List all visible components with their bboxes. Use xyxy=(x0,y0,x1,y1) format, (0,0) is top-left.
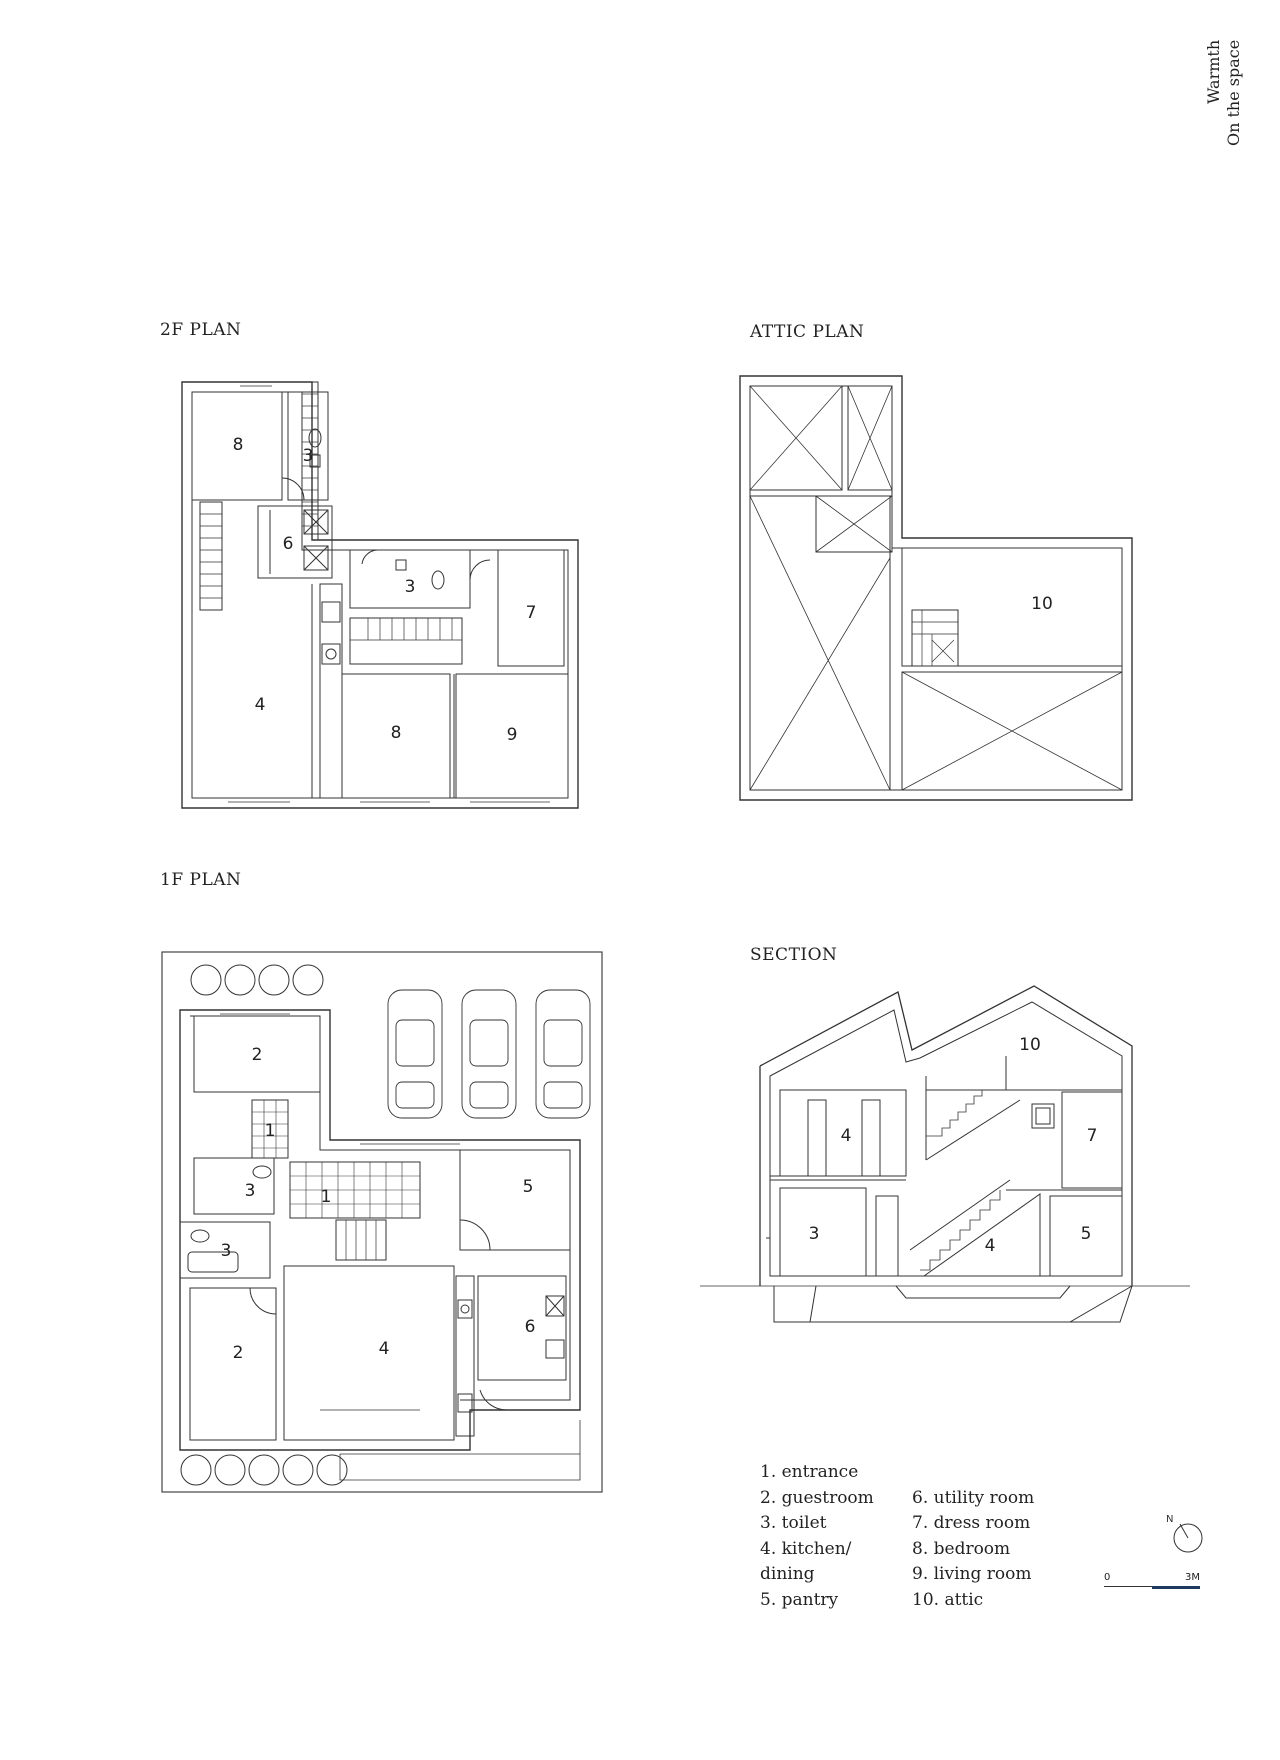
label-1f-utility: 6 xyxy=(525,1317,536,1337)
room-bedroom-top xyxy=(191,391,283,501)
section-stair-upper xyxy=(926,1090,983,1137)
header-line-1: Warmth xyxy=(1204,40,1223,105)
title-attic-plan: ATTIC PLAN xyxy=(750,322,865,342)
attic-outer-wall xyxy=(739,375,1133,801)
trees-bottom xyxy=(180,1454,348,1486)
scale-bar: 0 3M xyxy=(1104,1572,1200,1602)
legend-item: 2. guestroom xyxy=(760,1487,874,1508)
room-utility-1f xyxy=(477,1275,567,1381)
stair-center xyxy=(349,617,463,665)
room-guestroom-top xyxy=(193,1015,321,1093)
label-2f-kitchen: 4 xyxy=(255,695,266,715)
label-section-pantry: 5 xyxy=(1081,1224,1092,1244)
scale-bar-fill xyxy=(1152,1586,1200,1589)
label-2f-toilet-top: 3 xyxy=(303,446,314,466)
label-1f-entrance-top: 1 xyxy=(265,1121,276,1141)
exterior-stair xyxy=(302,381,319,540)
label-attic: 10 xyxy=(1031,594,1053,614)
label-2f-toilet-center: 3 xyxy=(405,577,416,597)
building-wall xyxy=(179,1009,581,1451)
label-1f-toilet-upper: 3 xyxy=(245,1181,256,1201)
plan-attic-drawing: 10 xyxy=(739,375,1133,801)
section-room-7 xyxy=(1061,1091,1123,1189)
section-drawing: 10 4 7 3 4 5 xyxy=(700,985,1190,1323)
trees-top xyxy=(190,964,324,996)
label-1f-kitchen: 4 xyxy=(379,1339,390,1359)
room-dress xyxy=(497,549,565,667)
kitchen-counter xyxy=(319,583,343,799)
section-room-upper-left xyxy=(779,1089,907,1177)
site-boundary xyxy=(161,951,603,1493)
label-1f-toilet-lower: 3 xyxy=(221,1241,232,1261)
label-2f-living: 9 xyxy=(507,725,518,745)
room-attic xyxy=(901,547,1123,667)
legend-column-1: 1. entrance 2. guestroom 3. toilet 4. ki… xyxy=(760,1460,874,1613)
title-section: SECTION xyxy=(750,945,838,965)
room-guestroom-bottom xyxy=(189,1287,277,1441)
void-left-tall xyxy=(749,495,891,791)
section-room-3 xyxy=(779,1187,867,1277)
legend-item: 10. attic xyxy=(912,1589,984,1610)
foundation xyxy=(773,1285,1133,1323)
legend-item: 9. living room xyxy=(912,1564,1032,1584)
label-section-toilet: 3 xyxy=(809,1224,820,1244)
page-header: Warmth On the space xyxy=(1204,40,1244,150)
plan-2f-drawing: 8 3 6 3 7 4 8 9 xyxy=(181,381,579,809)
label-1f-guestroom-top: 2 xyxy=(252,1045,263,1065)
roof-outline xyxy=(759,985,1133,1286)
room-utility xyxy=(257,505,333,579)
label-2f-bedroom-bottom: 8 xyxy=(391,723,402,743)
attic-stair xyxy=(911,609,959,667)
void-top-right xyxy=(847,385,893,491)
label-section-dress: 7 xyxy=(1087,1126,1098,1146)
scale-start: 0 xyxy=(1104,1572,1111,1583)
north-label: N xyxy=(1166,1514,1173,1525)
label-2f-utility: 6 xyxy=(283,534,294,554)
legend-item: 4. kitchen/ xyxy=(760,1538,852,1559)
north-arrow-icon: N xyxy=(1166,1514,1203,1553)
plan-1f-drawing: 2 1 3 1 5 3 2 4 6 xyxy=(161,951,603,1493)
label-2f-dress: 7 xyxy=(526,603,537,623)
stair-left xyxy=(199,501,223,611)
label-1f-pantry: 5 xyxy=(523,1177,534,1197)
room-toilet-upper xyxy=(193,1157,275,1215)
attic-inner-wall xyxy=(749,385,1123,791)
legend-item: 1. entrance xyxy=(760,1462,859,1482)
label-section-attic: 10 xyxy=(1019,1035,1041,1055)
garden-wall xyxy=(339,1420,581,1481)
room-kitchen xyxy=(283,1265,455,1441)
legend-item: 5. pantry xyxy=(760,1589,839,1610)
label-1f-entrance-center: 1 xyxy=(321,1187,332,1207)
legend-item: 8. bedroom xyxy=(912,1538,1011,1559)
legend-item: 3. toilet xyxy=(760,1513,827,1533)
header-line-2: On the space xyxy=(1224,40,1243,147)
stair-1f xyxy=(335,1219,387,1261)
legend-item: 7. dress room xyxy=(912,1513,1031,1533)
legend-item: dining xyxy=(760,1564,815,1584)
room-toilet-top xyxy=(287,391,329,501)
label-section-kitchen-upper: 4 xyxy=(841,1126,852,1146)
title-2f-plan: 2F PLAN xyxy=(160,320,242,340)
void-top-left xyxy=(749,385,843,491)
label-1f-guestroom-bottom: 2 xyxy=(233,1343,244,1363)
room-pantry xyxy=(459,1149,571,1251)
legend-item: 6. utility room xyxy=(912,1487,1035,1508)
void-bottom-right xyxy=(901,671,1123,791)
section-room-5 xyxy=(1049,1195,1123,1277)
scale-end: 3M xyxy=(1185,1572,1200,1583)
section-stair-lower xyxy=(920,1190,1001,1271)
legend-column-2: 6. utility room 7. dress room 8. bedroom… xyxy=(912,1486,1034,1614)
label-section-kitchen-lower: 4 xyxy=(985,1236,996,1256)
title-1f-plan: 1F PLAN xyxy=(160,870,242,890)
label-2f-bedroom-top: 8 xyxy=(233,435,244,455)
stair-treads-top xyxy=(302,393,318,527)
parked-cars xyxy=(387,989,591,1119)
room-toilet-lower xyxy=(179,1221,271,1279)
